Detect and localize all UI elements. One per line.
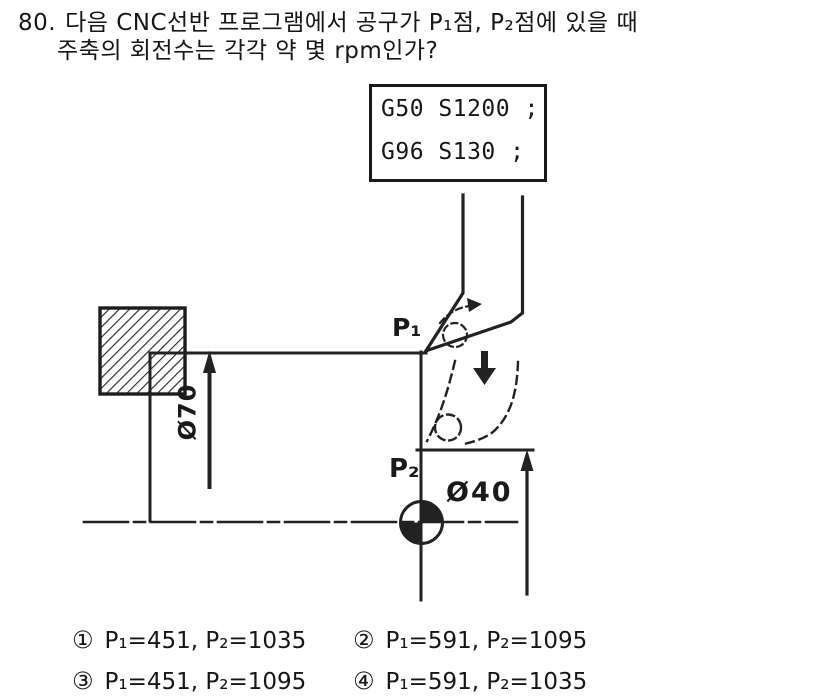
option-2-text: P₁=591, P₂=1095 bbox=[385, 628, 588, 654]
option-3-number: ③ bbox=[72, 667, 94, 695]
diameter-40-label: Ø40 bbox=[446, 477, 513, 508]
cnc-program-box: G50 S1200 ; G96 S130 ; bbox=[369, 84, 547, 182]
feed-down-arrow-icon bbox=[473, 351, 496, 385]
chuck-jaw-hatch bbox=[98, 306, 187, 396]
tool-insert-dashed bbox=[438, 298, 482, 349]
option-4-text: P₁=591, P₂=1035 bbox=[385, 669, 588, 695]
option-1-text: P₁=451, P₂=1035 bbox=[104, 628, 307, 654]
option-2-number: ② bbox=[353, 626, 375, 654]
question-text-1: 다음 CNC선반 프로그램에서 공구가 P₁점, P₂점에 있을 때 bbox=[65, 10, 639, 36]
dim-line-70 bbox=[203, 350, 216, 489]
workpiece-outline bbox=[148, 351, 535, 523]
question-number: 80. bbox=[18, 10, 57, 36]
p2-point-label: P₂ bbox=[389, 454, 420, 484]
question-line-1: 80. 다음 CNC선반 프로그램에서 공구가 P₁점, P₂점에 있을 때 bbox=[18, 10, 638, 36]
p1-point-label: P₁ bbox=[392, 313, 422, 342]
option-1-number: ① bbox=[72, 626, 94, 654]
option-4-number: ④ bbox=[353, 667, 375, 695]
tool-at-p2-dashed bbox=[425, 359, 520, 445]
diameter-70-label: Ø70 bbox=[173, 383, 202, 441]
dim-line-40 bbox=[520, 449, 534, 596]
tool-at-p1 bbox=[423, 193, 525, 354]
option-3-text: P₁=451, P₂=1095 bbox=[104, 669, 307, 695]
answer-option-3: ③ P₁=451, P₂=1095 bbox=[72, 667, 306, 695]
question-line-2: 주축의 회전수는 각각 약 몇 rpm인가? bbox=[57, 38, 439, 64]
answer-option-1: ① P₁=451, P₂=1035 bbox=[72, 626, 306, 654]
program-line-1: G50 S1200 ; bbox=[381, 96, 539, 122]
program-line-2: G96 S130 ; bbox=[381, 139, 525, 165]
answer-option-4: ④ P₁=591, P₂=1035 bbox=[353, 667, 587, 695]
answer-option-2: ② P₁=591, P₂=1095 bbox=[353, 626, 587, 654]
